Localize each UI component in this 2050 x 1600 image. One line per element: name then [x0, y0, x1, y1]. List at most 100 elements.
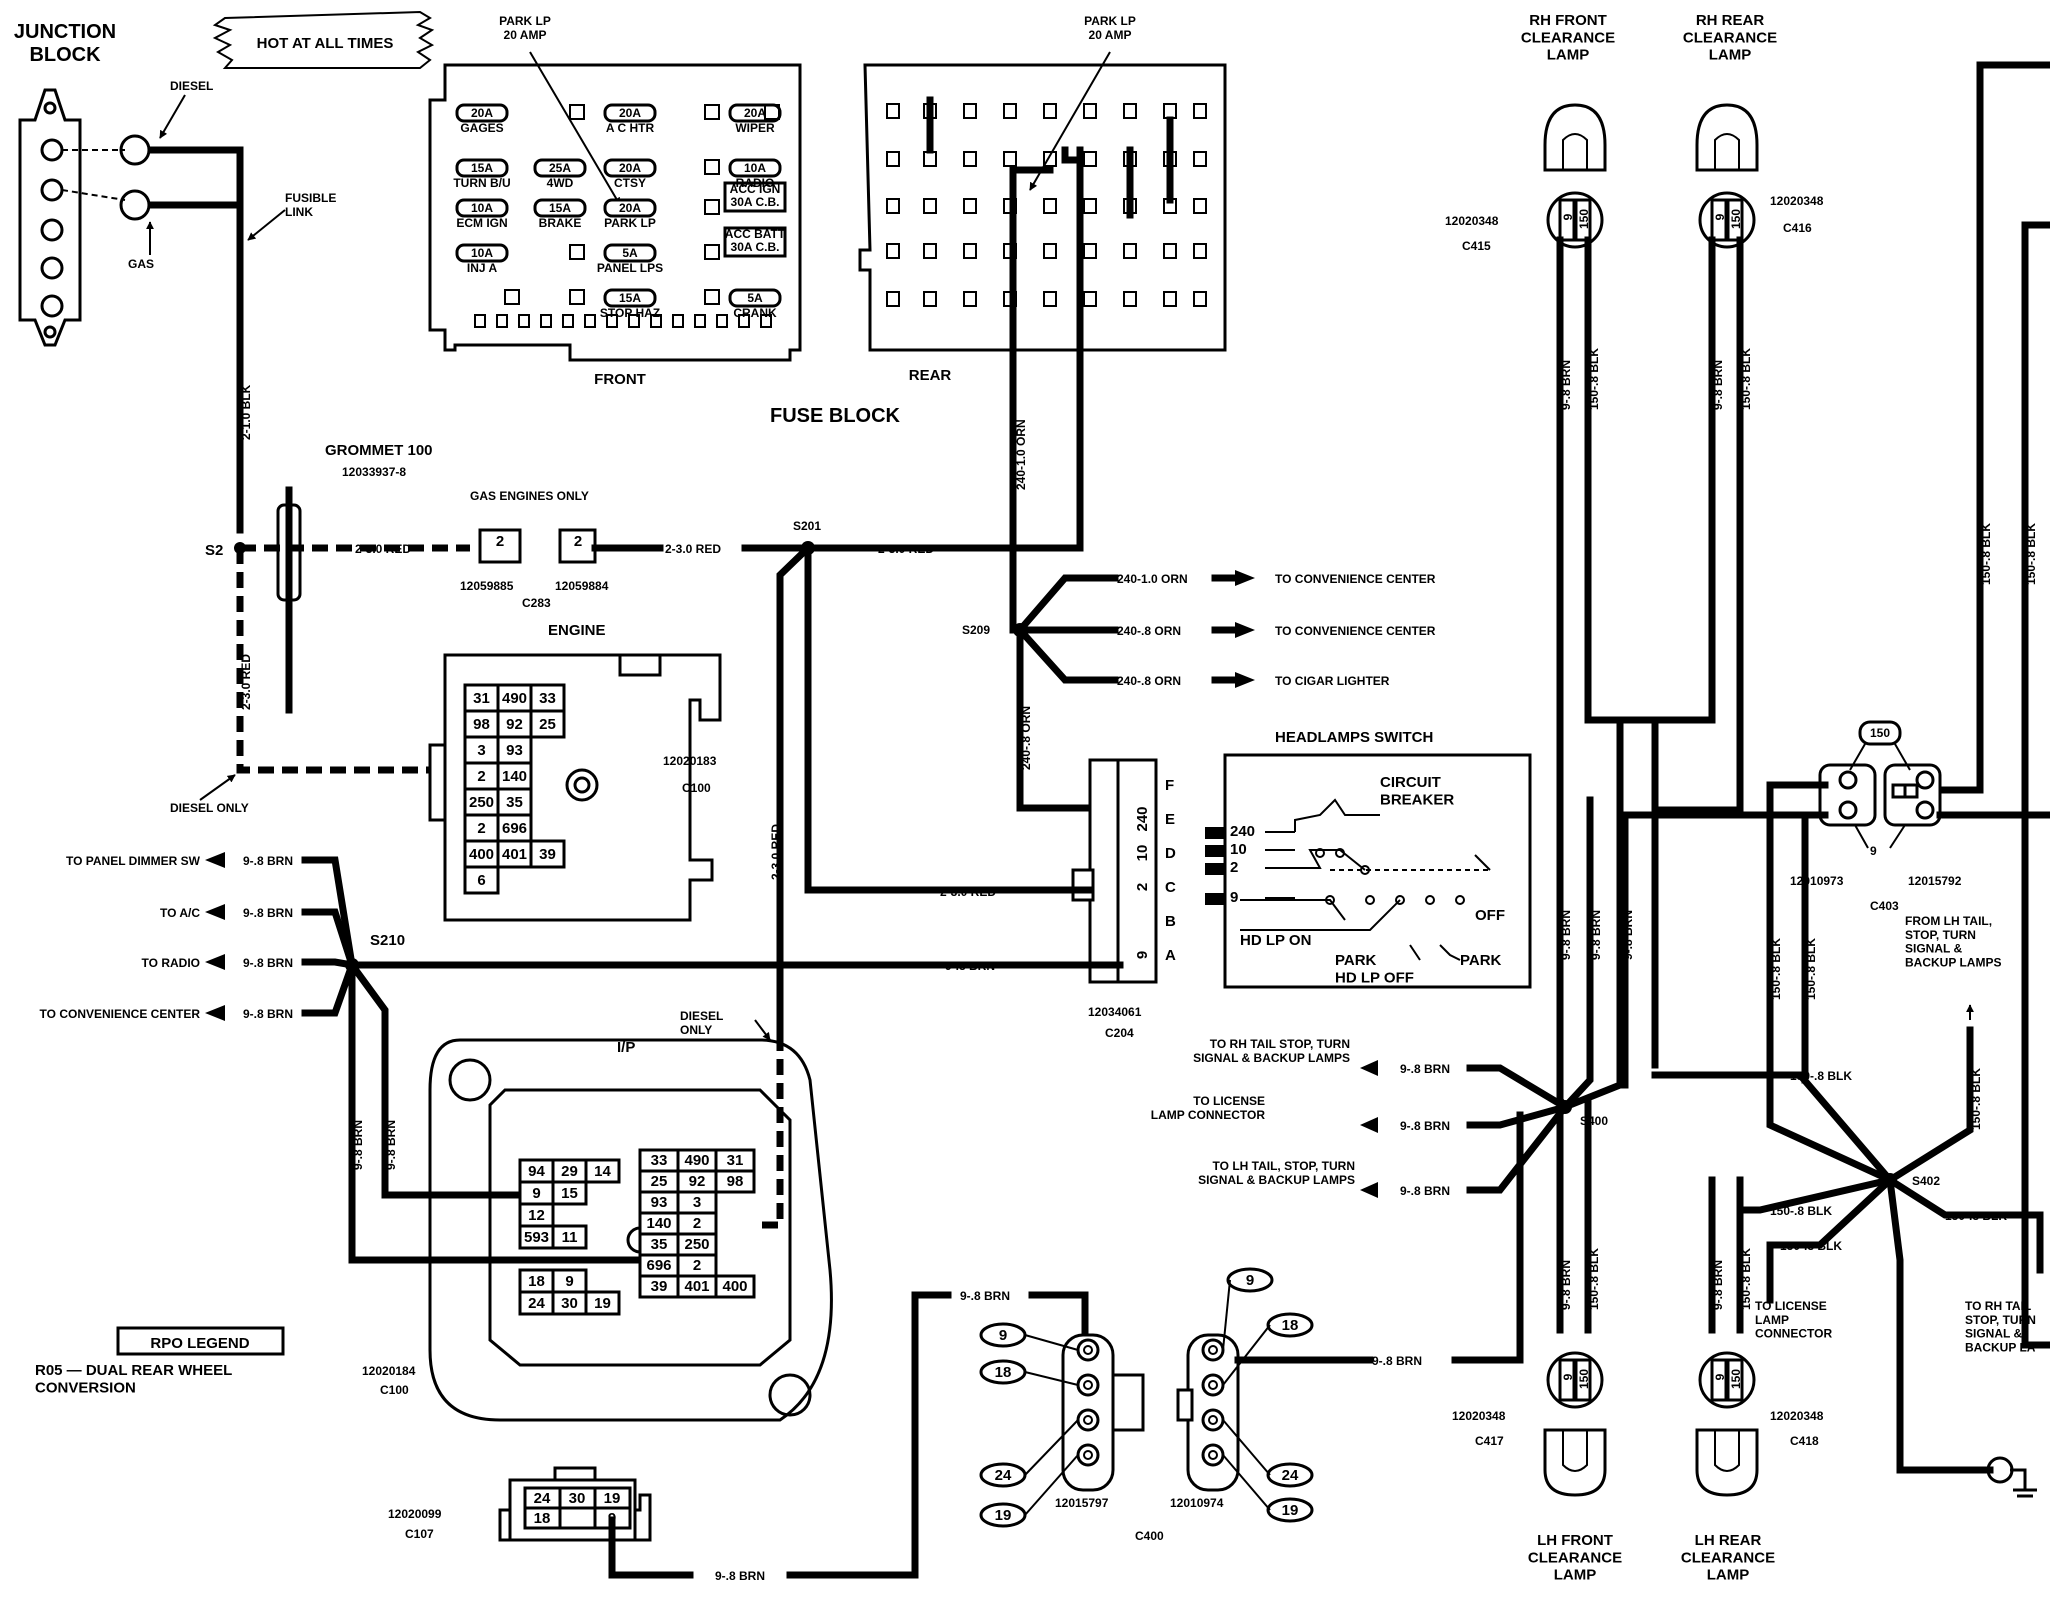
- ip-right-pin-number: 2: [693, 1215, 701, 1232]
- hot-at-all-times-label: HOT AT ALL TIMES: [257, 35, 394, 52]
- c283-pin-right: 2: [574, 533, 582, 550]
- fuse-name: WIPER: [735, 121, 775, 135]
- fuse-slot: [569, 104, 585, 120]
- fuse-slot: [569, 289, 585, 305]
- fuse-amp: 5A: [622, 246, 638, 260]
- lamp-wire-label: 9-.8 BRN: [1559, 1260, 1573, 1310]
- c107-pn: 12020099: [388, 1507, 442, 1521]
- c204-left: [1088, 758, 1120, 984]
- c204-pn: 12034061: [1088, 1005, 1142, 1019]
- c403-pin150: 150: [1870, 726, 1890, 740]
- s400-wire-label: 9-.8 BRN: [1400, 1184, 1450, 1198]
- lamp-pin-150: 150: [1577, 209, 1591, 229]
- fuse: [455, 158, 509, 178]
- wire-c283-right-label: 2-3.0 RED: [665, 542, 721, 556]
- cb-amp: 30A C.B.: [731, 195, 780, 209]
- rear-slot: [1163, 291, 1177, 307]
- rear-slot: [1083, 198, 1097, 214]
- diesel-only-label: DIESEL ONLY: [170, 801, 249, 815]
- s210-wire-label: 9-.8 BRN: [243, 956, 293, 970]
- ip-bottom-pin-number: 9: [565, 1273, 573, 1290]
- fuse: [728, 158, 782, 178]
- fuse-amp: 10A: [471, 246, 493, 260]
- c107-pin-number: 30: [569, 1490, 586, 1507]
- c400-right-pin-tag: [1226, 1267, 1274, 1293]
- ip-right-pin-number: 2: [693, 1257, 701, 1274]
- ip-right-pin-number: 35: [651, 1236, 668, 1253]
- engine-pin: [463, 709, 500, 739]
- fuse: [603, 198, 657, 218]
- ip-left-pin-number: 15: [561, 1185, 578, 1202]
- engine-conn: C100: [682, 781, 711, 795]
- s210-wire-label: 9-.8 BRN: [243, 906, 293, 920]
- s210-wire-a: 9-.8 BRN: [351, 1120, 365, 1170]
- c107-pin-number: 18: [534, 1510, 551, 1527]
- s400-vertical-wire: 9-.8 BRN: [1589, 910, 1603, 960]
- rear-slot: [1003, 103, 1017, 119]
- s210-label: S210: [370, 932, 405, 949]
- rear-slot: [1163, 103, 1177, 119]
- c415-pn: 12020348: [1445, 214, 1499, 228]
- rear-slot: [1193, 243, 1207, 259]
- switch-pin-label: 9: [1230, 889, 1238, 906]
- rear-slot: [886, 243, 900, 259]
- c204-pin-letter: E: [1165, 811, 1175, 828]
- switch-contact: [1395, 895, 1405, 905]
- lamp-pin-150: 150: [1729, 1369, 1743, 1389]
- c107-wire-label: 9-.8 BRN: [715, 1569, 765, 1583]
- fuse: [455, 198, 509, 218]
- rear-slot: [963, 243, 977, 259]
- fuse: [603, 243, 657, 263]
- ip-right-pin-number: 93: [651, 1194, 668, 1211]
- ip-bottom-pin-number: 19: [594, 1295, 611, 1312]
- arrow-head-icon: [1360, 1182, 1378, 1198]
- c204-circuit: 10: [1134, 845, 1151, 862]
- arrow-head-icon: [1235, 570, 1255, 586]
- park-right-label: PARK: [1460, 952, 1502, 969]
- fuse-name: PANEL LPS: [597, 261, 663, 275]
- engine-pin-number: 98: [473, 716, 490, 733]
- rpo-legend-title: RPO LEGEND: [150, 1335, 249, 1352]
- lamp-wire-label: 150-.8 BLK: [1587, 1248, 1601, 1310]
- fuse: [603, 158, 657, 178]
- arrow-head-icon: [205, 904, 225, 920]
- rear-slot: [1083, 291, 1097, 307]
- conv-wire-label: 240-.8 ORN: [1117, 674, 1181, 688]
- lamp-wire-label: 9-.8 BRN: [1559, 360, 1573, 410]
- rear-slot: [886, 103, 900, 119]
- s201-label: S201: [793, 519, 821, 533]
- ip-bottom-pin-number: 18: [528, 1273, 545, 1290]
- c403-right: [1883, 763, 1942, 827]
- ip-right-pin-number: 400: [722, 1278, 747, 1295]
- switch-pin-label: 240: [1230, 823, 1255, 840]
- ip-right-pin-number: 31: [727, 1152, 744, 1169]
- fuse: [533, 158, 587, 178]
- conv-destination: TO CONVENIENCE CENTER: [1275, 572, 1436, 586]
- engine-pin-number: 35: [506, 794, 523, 811]
- engine-pin: [496, 709, 533, 739]
- s210-destination: TO RADIO: [142, 956, 200, 970]
- rear-label: REAR: [909, 367, 952, 384]
- c400-right-pin-tag: [1266, 1312, 1314, 1338]
- wire-red-v-label: 2-3.0 RED: [769, 824, 783, 880]
- switch-pin-label: 2: [1230, 859, 1238, 876]
- arrow-head-icon: [205, 852, 225, 868]
- junction-block-body: [18, 88, 82, 347]
- rear-slot: [886, 291, 900, 307]
- c400-left-pin: 18: [995, 1364, 1012, 1381]
- rear-slot: [1123, 291, 1137, 307]
- rear-slot: [963, 198, 977, 214]
- rear-slot: [1193, 151, 1207, 167]
- fuse-amp: 10A: [744, 161, 766, 175]
- engine-pn: 12020183: [663, 754, 717, 768]
